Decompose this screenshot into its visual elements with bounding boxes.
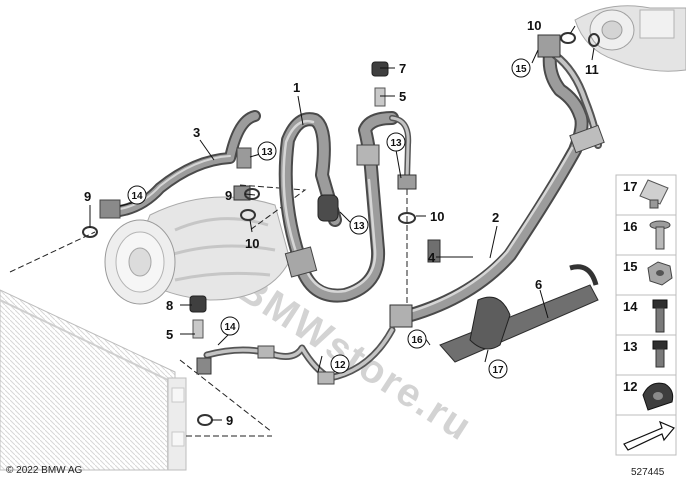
label-part-10-center: 10 [430, 209, 444, 224]
condenser [0, 289, 187, 471]
label-part-3: 3 [193, 125, 200, 140]
label-part-2: 2 [492, 210, 499, 225]
pipe-2 [389, 34, 605, 328]
callout-17 [488, 359, 508, 379]
legend-label-17: 17 [623, 179, 637, 194]
label-part-8: 8 [166, 298, 173, 313]
clip-nut-icon [639, 179, 669, 209]
hex-nut-icon [647, 261, 673, 286]
pipe-1 [233, 111, 399, 303]
ac-compressor-right [574, 5, 686, 72]
label-part-9-center: 9 [225, 188, 232, 203]
callout-13-middle [349, 215, 369, 235]
legend-label-12: 12 [623, 379, 637, 394]
callout-12 [330, 354, 350, 374]
callout-12-text: 12 [334, 360, 346, 371]
callout-14-lower [220, 316, 240, 336]
circled-callouts: 14 13 13 13 15 14 12 16 17 [127, 58, 531, 379]
label-part-10-top: 10 [527, 18, 541, 33]
callout-14-left [127, 185, 147, 205]
callout-16 [407, 329, 427, 349]
legend-label-15: 15 [623, 259, 637, 274]
callout-14-left-text: 14 [131, 191, 143, 202]
legend-label-14: 14 [623, 299, 638, 314]
callout-14-lower-text: 14 [224, 322, 236, 333]
reference-lines [9, 180, 408, 437]
legend-label-13: 13 [623, 339, 637, 354]
legend-label-16: 16 [623, 219, 637, 234]
pipe-13-center [389, 115, 417, 190]
callout-13-center-text: 13 [390, 138, 402, 149]
label-part-6: 6 [535, 277, 542, 292]
callout-15-text: 15 [515, 64, 527, 75]
fastener-legend: 17 16 15 14 13 12 [615, 174, 677, 456]
copyright-text: © 2022 BMW AG [6, 465, 83, 476]
callout-16-text: 16 [411, 335, 423, 346]
part-labels: 1 2 3 4 5 5 6 7 8 9 9 9 10 10 10 11 [84, 18, 599, 428]
label-part-10-left: 10 [245, 236, 259, 251]
label-part-9-left: 9 [84, 189, 91, 204]
direction-arrow-icon [623, 420, 675, 451]
hex-bolt-icon [649, 220, 671, 250]
label-part-5-top: 5 [399, 89, 406, 104]
bracket-6 [439, 264, 599, 363]
label-part-5-bottom: 5 [166, 327, 173, 342]
callout-13-center [386, 132, 406, 152]
callout-13-upper-text: 13 [261, 147, 273, 158]
callout-13-upper [257, 141, 277, 161]
pipe-3 [99, 110, 261, 219]
label-part-4: 4 [428, 250, 436, 265]
label-part-1: 1 [293, 80, 300, 95]
callout-13-middle-text: 13 [353, 221, 365, 232]
label-part-11: 11 [585, 62, 599, 77]
leader-lines [89, 25, 595, 421]
diagram-number: 527445 [631, 467, 665, 478]
pipe-clamp-icon [642, 382, 674, 411]
pipe-12 [196, 326, 396, 385]
label-part-7: 7 [399, 61, 406, 76]
callout-17-text: 17 [492, 365, 504, 376]
label-part-9-bottom: 9 [226, 413, 233, 428]
socket-screw-short-icon [652, 340, 668, 368]
callout-15 [511, 58, 531, 78]
socket-screw-long-icon [652, 299, 668, 333]
